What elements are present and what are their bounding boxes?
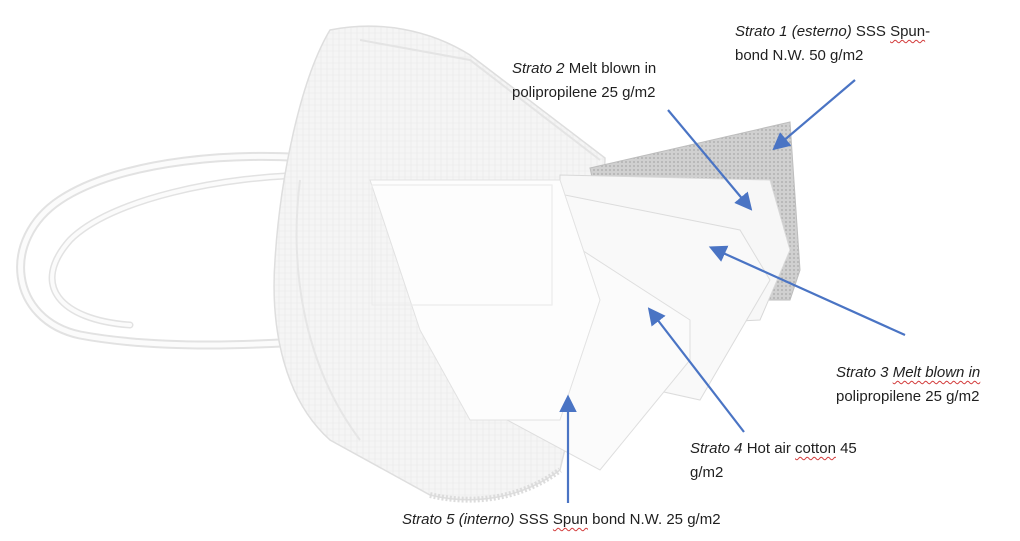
label-strato-2: Strato 2 Melt blown in polipropilene 25 …	[512, 57, 656, 105]
label-strato-5-name: Strato 5 (interno)	[402, 511, 515, 528]
label-strato-3-name: Strato 3	[836, 364, 893, 381]
label-strato-4-text-c: 45	[836, 440, 857, 457]
label-strato-5-text-b: Spun	[553, 511, 588, 528]
label-strato-5: Strato 5 (interno) SSS Spun bond N.W. 25…	[402, 508, 721, 532]
label-strato-4-line2: g/m2	[690, 461, 857, 485]
label-strato-2-line2: polipropilene 25 g/m2	[512, 81, 656, 105]
arrow-strato-1	[775, 80, 855, 148]
label-strato-1-line2: bond N.W. 50 g/m2	[735, 44, 930, 68]
label-strato-1-text-b: Spun	[890, 23, 925, 40]
label-strato-4-text-b: cotton	[795, 440, 836, 457]
label-strato-4: Strato 4 Hot air cotton 45 g/m2	[690, 437, 857, 485]
label-strato-2-name: Strato 2	[512, 60, 565, 77]
label-strato-1-text-c: -	[925, 23, 930, 40]
label-strato-1-name: Strato 1 (esterno)	[735, 23, 852, 40]
label-strato-1-text: SSS	[852, 23, 890, 40]
label-strato-5-text-a: SSS	[515, 511, 553, 528]
label-strato-5-text-c: bond N.W. 25 g/m2	[588, 511, 721, 528]
label-strato-2-text: Melt blown in	[565, 60, 657, 77]
label-strato-4-name: Strato 4	[690, 440, 743, 457]
label-strato-4-text-a: Hot air	[743, 440, 796, 457]
label-strato-3-text: Melt blown in	[893, 364, 981, 381]
label-strato-3-line2: polipropilene 25 g/m2	[836, 385, 980, 409]
label-strato-1: Strato 1 (esterno) SSS Spun- bond N.W. 5…	[735, 20, 930, 68]
label-strato-3: Strato 3 Melt blown in polipropilene 25 …	[836, 361, 980, 409]
